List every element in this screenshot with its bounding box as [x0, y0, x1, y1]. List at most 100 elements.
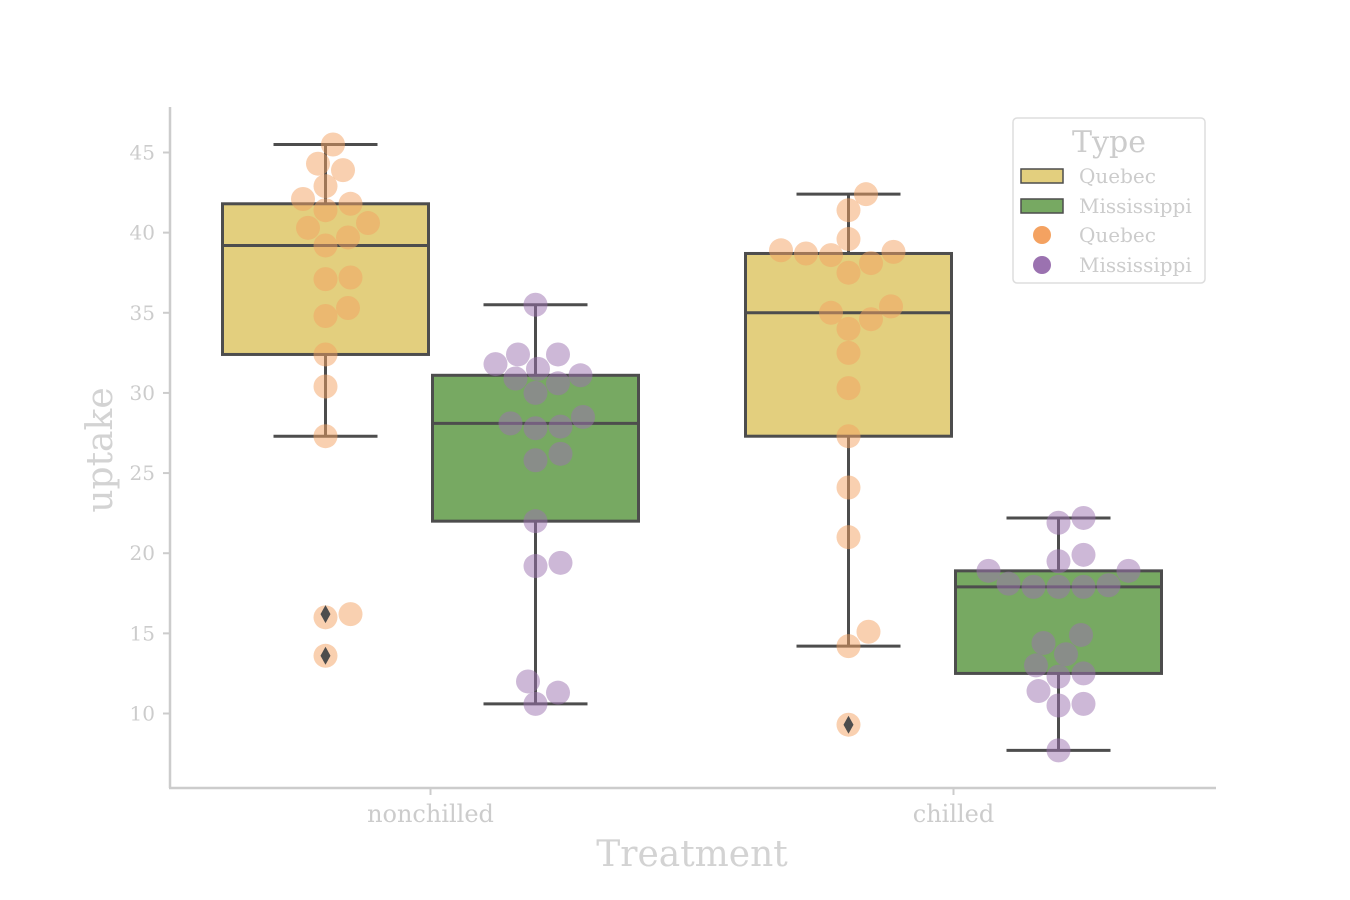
swarm-point-mississippi — [571, 404, 595, 429]
swarm-point-quebec — [879, 294, 903, 319]
swarm-point-mississippi — [1046, 574, 1071, 599]
swarm-point-mississippi — [483, 352, 508, 377]
swarm-point-quebec — [836, 316, 861, 341]
swarm-point-quebec — [836, 475, 861, 500]
swarm-point-mississippi — [1046, 510, 1071, 535]
swarm-point-quebec — [836, 424, 861, 449]
swarm-point-mississippi — [526, 356, 550, 381]
legend-label: Quebec — [1079, 164, 1156, 188]
swarm-point-quebec — [836, 525, 861, 550]
legend-swatch-point — [1033, 226, 1051, 244]
swarm-point-quebec — [819, 243, 843, 268]
swarm-point-quebec — [836, 634, 861, 659]
y-axis-title: uptake — [80, 387, 121, 512]
legend-swatch-box — [1020, 168, 1064, 184]
swarm-point-quebec — [313, 233, 338, 258]
legend-title: Type — [1072, 125, 1146, 160]
legend-label: Mississippi — [1079, 253, 1192, 277]
swarm-point-mississippi — [1071, 542, 1096, 567]
swarm-point-quebec — [859, 251, 883, 276]
swarm-point-quebec — [291, 186, 315, 211]
swarm-point-quebec — [836, 260, 861, 285]
swarm-point-quebec — [331, 158, 355, 183]
swarm-point-mississippi — [1071, 574, 1096, 599]
y-tick-label: 30 — [130, 381, 155, 405]
swarm-point-mississippi — [548, 441, 573, 466]
outlier-marker — [843, 715, 854, 734]
swarm-point-mississippi — [523, 292, 548, 317]
swarm-point-quebec — [313, 174, 338, 199]
swarm-point-quebec — [306, 151, 330, 176]
legend-label: Quebec — [1079, 223, 1156, 247]
swarm-point-quebec — [881, 239, 906, 264]
outlier-markers-layer — [320, 605, 854, 734]
swarm-point-quebec — [794, 241, 818, 266]
swarm-point-quebec — [313, 303, 338, 328]
y-tick-label: 20 — [130, 541, 155, 565]
swarm-point-quebec — [859, 307, 883, 332]
y-tick-label: 35 — [130, 301, 155, 325]
swarm-point-mississippi — [523, 416, 548, 441]
y-tick-label: 15 — [130, 621, 155, 645]
swarm-points-layer — [291, 132, 1141, 763]
outlier-marker — [320, 605, 331, 624]
swarm-point-mississippi — [1031, 630, 1056, 655]
swarm-point-mississippi — [1069, 622, 1093, 647]
swarm-point-mississippi — [1024, 653, 1048, 678]
swarm-point-quebec — [313, 374, 338, 399]
swarm-point-mississippi — [523, 554, 548, 579]
swarm-point-mississippi — [1096, 573, 1121, 598]
legend-label: Mississippi — [1079, 194, 1192, 218]
swarm-point-quebec — [338, 191, 363, 216]
swarm-point-mississippi — [1021, 574, 1046, 599]
y-tick-label: 10 — [130, 702, 155, 726]
swarm-point-mississippi — [1046, 738, 1071, 763]
swarm-point-mississippi — [546, 342, 570, 367]
swarm-point-mississippi — [1026, 679, 1051, 704]
swarm-point-mississippi — [523, 380, 548, 405]
legend-swatch-point — [1033, 256, 1051, 274]
swarm-point-quebec — [819, 300, 843, 325]
swarm-point-mississippi — [1046, 664, 1071, 689]
x-tick-label: chilled — [913, 800, 995, 828]
swarm-point-mississippi — [498, 411, 523, 436]
swarm-point-mississippi — [1071, 505, 1096, 530]
swarm-point-quebec — [338, 602, 363, 627]
swarm-point-mississippi — [1116, 558, 1141, 583]
swarm-point-quebec — [836, 227, 861, 252]
y-tick-label: 25 — [130, 461, 155, 485]
swarm-point-quebec — [854, 182, 878, 207]
swarm-point-quebec — [338, 265, 363, 290]
swarm-point-mississippi — [1046, 549, 1071, 574]
swarm-point-quebec — [336, 295, 360, 320]
x-tick-label: nonchilled — [367, 800, 494, 828]
plot-area — [221, 132, 1163, 763]
swarm-point-quebec — [336, 225, 360, 250]
swarm-point-mississippi — [568, 363, 593, 388]
swarm-point-quebec — [769, 238, 793, 263]
swarm-point-quebec — [296, 215, 320, 240]
swarm-point-mississippi — [1071, 661, 1096, 686]
x-axis-title: Treatment — [596, 834, 788, 875]
swarm-point-quebec — [313, 267, 338, 292]
swarm-point-quebec — [856, 619, 881, 644]
legend-swatch-box — [1020, 198, 1064, 214]
swarm-point-quebec — [313, 424, 338, 449]
swarm-point-mississippi — [1071, 691, 1096, 716]
swarm-point-mississippi — [1046, 693, 1071, 718]
swarm-point-mississippi — [503, 366, 528, 391]
swarm-point-mississippi — [523, 448, 548, 473]
swarm-point-mississippi — [976, 558, 1001, 583]
swarm-point-mississippi — [516, 669, 540, 694]
swarm-point-quebec — [313, 342, 338, 367]
swarm-point-quebec — [321, 132, 345, 157]
swarm-point-mississippi — [523, 691, 548, 716]
swarm-point-quebec — [313, 198, 338, 223]
swarm-point-mississippi — [548, 414, 573, 439]
swarm-point-mississippi — [523, 509, 548, 534]
